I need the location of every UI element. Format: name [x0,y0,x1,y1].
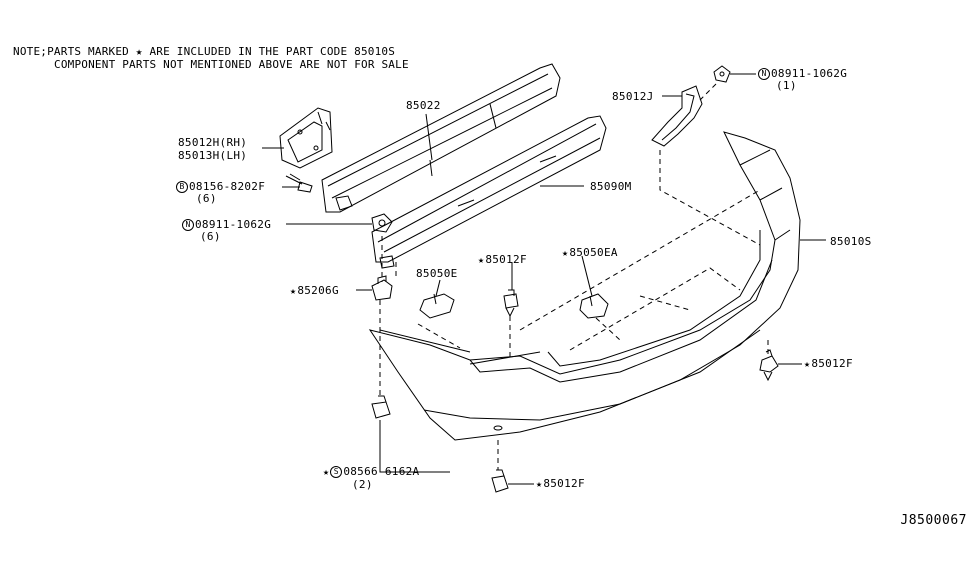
label-85012f-upper: ★85012F [478,254,527,267]
label-85050ea: ★85050EA [562,247,618,260]
screw-08566 [371,395,391,419]
qty-08911-right: (1) [776,79,797,92]
bracket-85012j [651,85,703,147]
label-85010s: 85010S [830,235,872,248]
label-85012f-bottom: ★85012F [536,478,585,491]
label-85022: 85022 [406,99,441,112]
label-85206g: ★85206G [290,285,339,298]
nut-circle-symbol: N [758,68,770,80]
star-icon: ★ [536,479,543,490]
clip-85012f-bottom [491,469,509,493]
qty-08156: (6) [196,192,217,205]
label-85012j: 85012J [612,90,654,103]
star-icon: ★ [290,286,297,297]
assembly-lines [379,83,769,470]
nut-08911-right [713,65,731,83]
star-icon: ★ [804,359,811,370]
note-line-1: NOTE;PARTS MARKED ★ ARE INCLUDED IN THE … [13,45,396,58]
bracket-85050e [419,293,455,319]
bracket-85050ea [579,293,609,319]
part-number: 85012F [543,477,585,490]
star-icon: ★ [562,248,569,259]
bumper-fascia-85010s [368,131,801,441]
part-number: 85206G [297,284,339,297]
clip-85206g [371,275,393,301]
nut-08911-left [371,213,393,233]
label-85012f-right: ★85012F [804,358,853,371]
side-bracket-85012h [279,107,333,169]
clip-85012f-right [759,349,779,382]
screw-circle-symbol: S [330,466,343,478]
part-number: 08911-1062G [195,218,272,231]
part-number: 85050EA [569,246,618,259]
part-number: 08156-8202F [189,180,266,193]
qty-08911-left: (6) [200,230,221,243]
label-85013h: 85013H(LH) [178,149,248,162]
star-icon: ★ [323,467,330,478]
label-85090m: 85090M [590,180,632,193]
part-number: 08566-6162A [343,465,420,478]
energy-absorber-85090m [371,115,607,269]
bumper-reinforcement-85022 [321,63,561,213]
qty-08566: (2) [352,478,373,491]
label-85012h: 85012H(RH) [178,136,248,149]
label-85050e: 85050E [416,267,458,280]
diagram-code: J8500067 [900,513,967,528]
clip-85012f-upper [503,289,519,318]
screw-08156 [285,173,313,193]
part-number: 08911-1062G [771,67,848,80]
part-number: 85012F [811,357,853,370]
star-icon: ★ [478,255,485,266]
note-line-2: COMPONENT PARTS NOT MENTIONED ABOVE ARE … [54,58,409,71]
bolt-circle-symbol: B [176,181,188,193]
nut-circle-symbol: N [182,219,194,231]
leader-lines [262,73,826,485]
part-number: 85012F [485,253,527,266]
